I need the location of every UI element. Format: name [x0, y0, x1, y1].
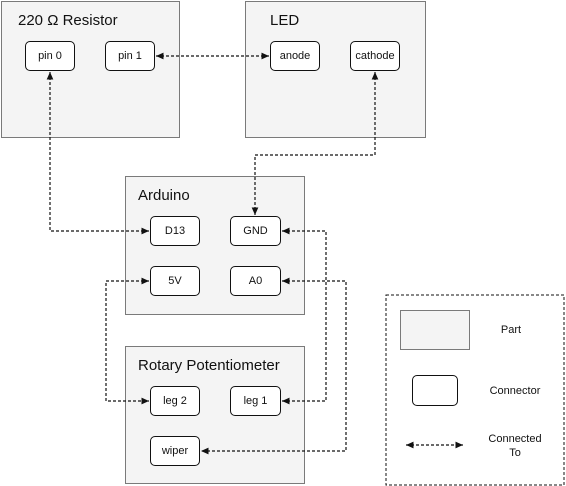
led-anode[interactable]: anode [270, 41, 320, 71]
wire-arduino-gnd-to-potentiometer-leg1 [282, 227, 327, 405]
resistor-pin-1[interactable]: pin 1 [105, 41, 155, 71]
legend-box [385, 294, 565, 486]
wire-resistor-pin0-to-arduino-d13 [46, 72, 149, 235]
legend-part-swatch [400, 310, 470, 350]
arduino-gnd[interactable]: GND [230, 216, 281, 246]
led-cathode[interactable]: cathode [350, 41, 400, 71]
wire-arduino-a0-to-potentiometer-wiper [201, 277, 347, 455]
legend-connected-label-line1: Connected [488, 433, 542, 445]
potentiometer-wiper[interactable]: wiper [150, 436, 200, 466]
arduino-5v[interactable]: 5V [150, 266, 200, 296]
potentiometer-leg-2[interactable]: leg 2 [150, 386, 200, 416]
wire-led-cathode-to-arduino-gnd [251, 72, 379, 215]
resistor-title: 220 Ω Resistor [18, 12, 118, 29]
legend-connector-label: Connector [489, 385, 541, 397]
legend-part-label: Part [500, 324, 522, 336]
arduino-d13[interactable]: D13 [150, 216, 200, 246]
led-title: LED [270, 12, 300, 29]
resistor-pin-0[interactable]: pin 0 [25, 41, 75, 71]
legend-connector-swatch [412, 375, 458, 406]
legend-connected-label-line2: To [509, 447, 521, 459]
wire-arduino-5v-to-potentiometer-leg2 [105, 277, 149, 405]
arduino-title: Arduino [138, 187, 190, 204]
